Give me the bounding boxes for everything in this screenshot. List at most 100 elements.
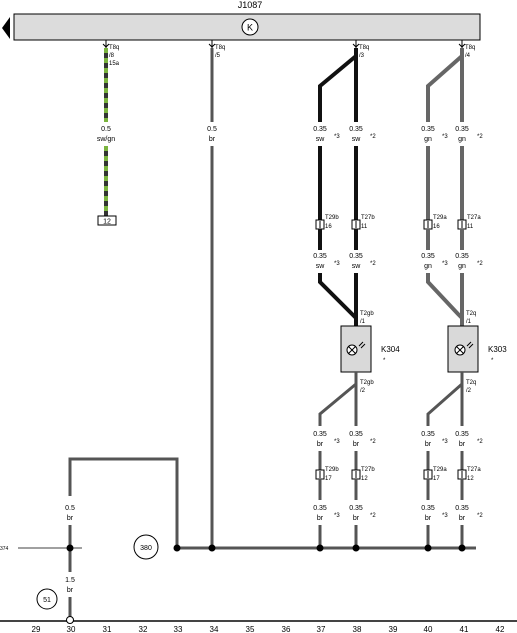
pin-arrow-icon bbox=[208, 43, 216, 48]
pin-name: T8q bbox=[109, 45, 119, 51]
bulb-pin-name: T2gb bbox=[360, 311, 374, 317]
wire-size: 0.35 bbox=[313, 253, 327, 260]
connector-pin: 11 bbox=[361, 224, 368, 230]
led-rays-icon bbox=[466, 341, 474, 349]
grid-number: 40 bbox=[424, 625, 433, 633]
wire-color: br bbox=[353, 515, 360, 522]
grid-number: 29 bbox=[32, 625, 41, 633]
wire-br-loop bbox=[68, 457, 179, 548]
connector-name: T29a bbox=[433, 467, 447, 473]
wire-color: sw/gn bbox=[97, 136, 115, 143]
pin-label-t8q-4: T8q /4 bbox=[458, 40, 475, 59]
bulb-id: K304 bbox=[381, 345, 400, 354]
wire-color: gn bbox=[424, 136, 432, 143]
wire-size: 0.35 bbox=[313, 431, 327, 438]
wire-note: *2 bbox=[477, 513, 483, 519]
grid-number: 35 bbox=[246, 625, 255, 633]
connector-pin: 12 bbox=[467, 476, 474, 482]
connector-pin: 17 bbox=[433, 476, 440, 482]
wire-size: 0.35 bbox=[349, 253, 363, 260]
grid-number: 38 bbox=[353, 625, 362, 633]
led-rays-icon bbox=[358, 341, 366, 349]
bulb-note: * bbox=[383, 358, 386, 364]
connector-name: T27a bbox=[467, 215, 481, 221]
grid-number: 31 bbox=[103, 625, 112, 633]
terminal-box-label: 12 bbox=[103, 219, 111, 226]
connector-name: T29b bbox=[325, 215, 339, 221]
wire-color: br bbox=[317, 515, 324, 522]
wire-gn-col40-upper bbox=[426, 48, 464, 122]
pin-name: T8q bbox=[359, 45, 369, 51]
wire-color: br bbox=[353, 441, 360, 448]
bulb-pin-name: T2q bbox=[466, 380, 476, 386]
pin-name: T8q bbox=[215, 45, 225, 51]
bulb-pin-number: /2 bbox=[360, 388, 366, 394]
wire-size: 0.35 bbox=[421, 126, 435, 133]
pin-number: /4 bbox=[465, 53, 471, 59]
connector-name: T29b bbox=[325, 467, 339, 473]
wire-note: *2 bbox=[370, 134, 376, 140]
junction-dot bbox=[316, 544, 324, 552]
wire-color: sw bbox=[316, 136, 326, 143]
wire-note: *2 bbox=[477, 134, 483, 140]
wire-size: 0.5 bbox=[101, 126, 111, 133]
wire-color: br bbox=[67, 515, 74, 522]
wire-note: *3 bbox=[334, 439, 340, 445]
ground-point-label: 51 bbox=[43, 597, 51, 604]
pin-number: /5 bbox=[215, 53, 221, 59]
wire-color: gn bbox=[458, 136, 466, 143]
wire-color: gn bbox=[458, 263, 466, 270]
wire-color: gn bbox=[424, 263, 432, 270]
bulb-pin-number: /1 bbox=[466, 319, 472, 325]
pin-arrow-icon bbox=[102, 43, 110, 48]
wire-size: 1.5 bbox=[65, 577, 75, 584]
grid-number: 42 bbox=[496, 625, 505, 633]
wire-size: 0.35 bbox=[313, 126, 327, 133]
wire-size: 0.35 bbox=[421, 505, 435, 512]
connector-pin: 16 bbox=[433, 224, 440, 230]
wire-color: br bbox=[459, 441, 466, 448]
wire-note: *2 bbox=[477, 261, 483, 267]
connector-t27b-11: T27b 11 bbox=[351, 215, 375, 230]
pin-label-t8q-8: T8q /8 15a bbox=[102, 40, 120, 67]
wire-color: sw bbox=[352, 136, 362, 143]
bulb-pin-number: /2 bbox=[466, 388, 472, 394]
bulb-k303: T2q /1 K303 * T2q /2 bbox=[447, 311, 507, 394]
pin-arrow-icon bbox=[458, 43, 466, 48]
pin-terminal: 15a bbox=[109, 61, 120, 67]
wire-sw-col37-to-bulb bbox=[318, 273, 358, 320]
pin-number: /3 bbox=[359, 53, 365, 59]
bulb-pin-name: T2gb bbox=[360, 380, 374, 386]
connector-name: T27a bbox=[467, 467, 481, 473]
ground-terminal-icon bbox=[66, 616, 74, 624]
wire-br-col37-from-bulb bbox=[318, 382, 357, 426]
connector-t29a-17: T29a 17 bbox=[423, 467, 447, 482]
connector-pin: 16 bbox=[325, 224, 332, 230]
wire-note: *3 bbox=[442, 134, 448, 140]
grid-number: 33 bbox=[174, 625, 183, 633]
ground-point-380 bbox=[133, 534, 159, 560]
wire-size: 0.5 bbox=[65, 505, 75, 512]
connector-pin: 17 bbox=[325, 476, 332, 482]
wire-color: br bbox=[425, 441, 432, 448]
grid-number: 39 bbox=[389, 625, 398, 633]
junction-dot bbox=[458, 544, 466, 552]
wire-size: 0.35 bbox=[455, 126, 469, 133]
junction-dot bbox=[66, 544, 74, 552]
pin-name: T8q bbox=[465, 45, 475, 51]
reference-label: 374 bbox=[0, 546, 9, 552]
wire-color: br bbox=[425, 515, 432, 522]
wire-color: br bbox=[459, 515, 466, 522]
wire-note: *3 bbox=[442, 439, 448, 445]
wire-note: *2 bbox=[370, 513, 376, 519]
grid-number: 32 bbox=[139, 625, 148, 633]
arrow-left-icon bbox=[2, 17, 10, 39]
lamp-icon-cross bbox=[456, 346, 464, 354]
wire-color: sw bbox=[316, 263, 326, 270]
ground-point-51 bbox=[36, 588, 58, 610]
connector-pin: 12 bbox=[361, 476, 368, 482]
connector-pin: 11 bbox=[467, 224, 474, 230]
connector-name: T27b bbox=[361, 215, 375, 221]
bulb-k304: T2gb /1 K304 * T2gb /2 bbox=[340, 311, 400, 394]
wire-size: 0.35 bbox=[349, 505, 363, 512]
